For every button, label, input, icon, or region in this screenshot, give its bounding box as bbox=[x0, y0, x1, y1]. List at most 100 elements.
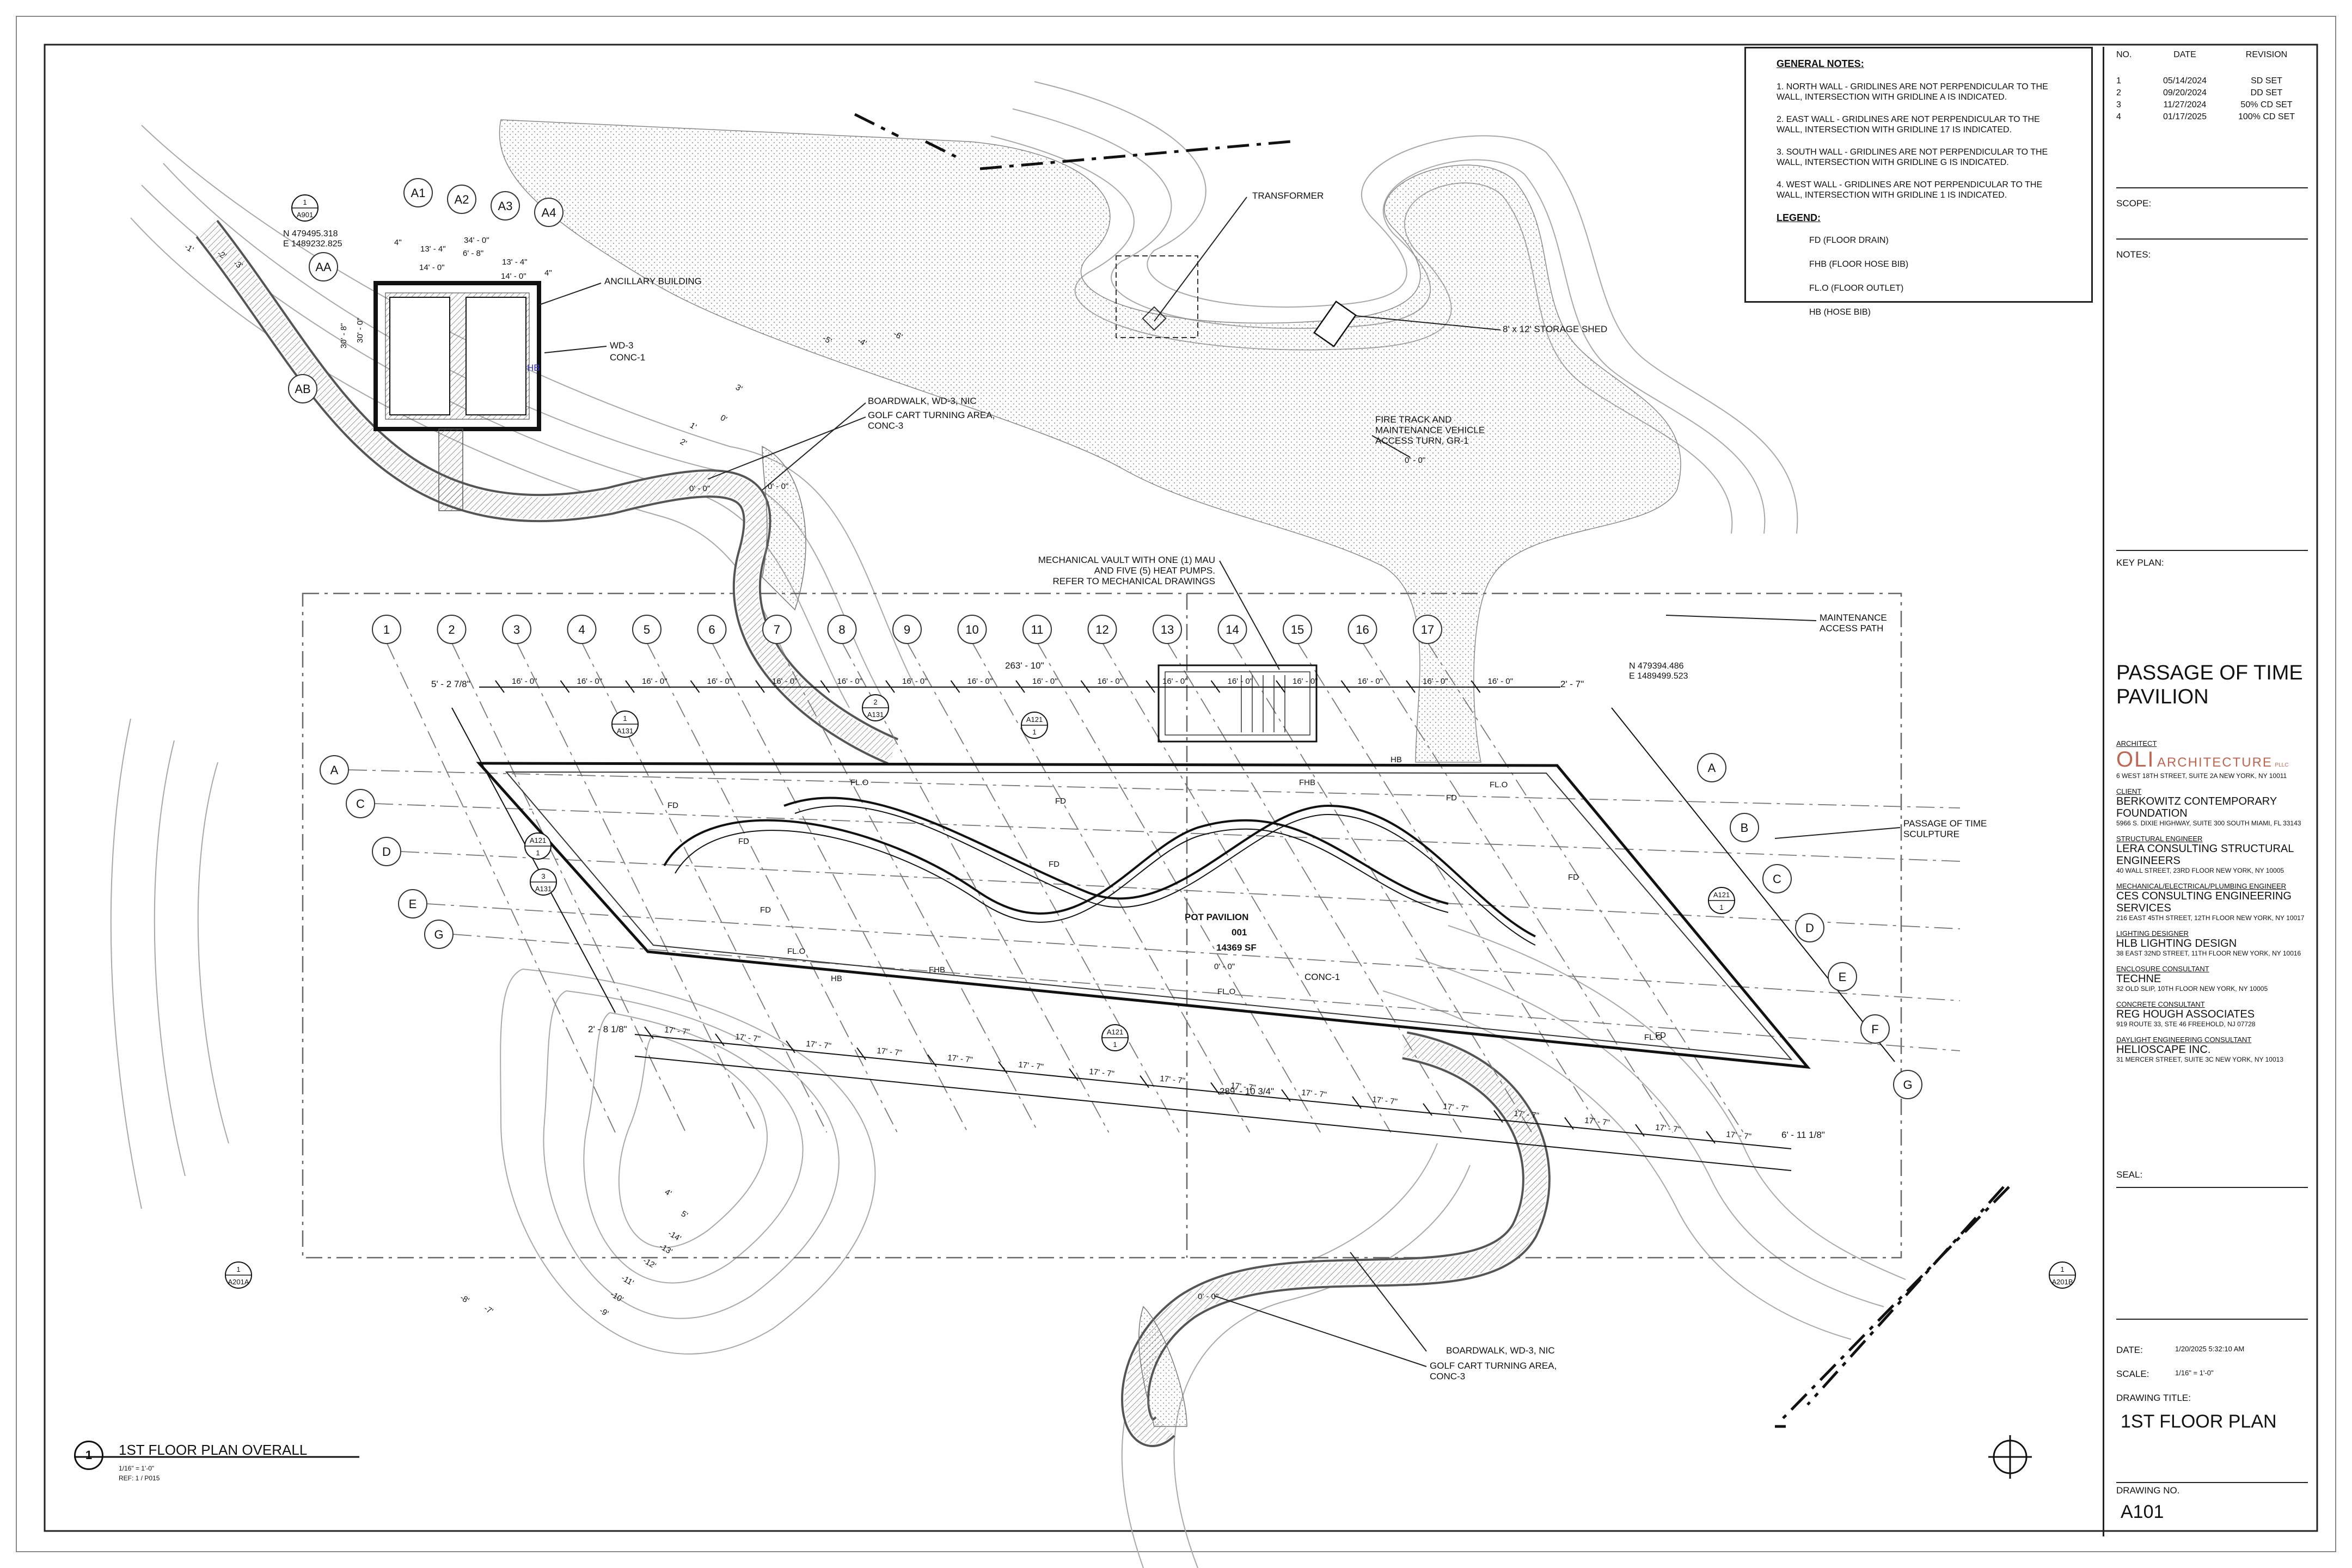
leader-line-11 bbox=[1214, 1295, 1427, 1367]
marker-fd-2: FD bbox=[738, 837, 749, 846]
anc-grid-bubble-A2-label: A2 bbox=[455, 193, 469, 206]
storage-shed bbox=[1313, 300, 1357, 348]
leader-line-9 bbox=[1774, 827, 1901, 839]
grid-bubble-11-label: 11 bbox=[1031, 623, 1044, 636]
dim-top-15: 16' - 0" bbox=[1488, 677, 1514, 686]
grid-line-A bbox=[348, 769, 1961, 808]
general-note-3: 3. SOUTH WALL - GRIDLINES ARE NOT PERPEN… bbox=[1777, 148, 2048, 167]
grid-bubble-1 bbox=[372, 615, 401, 644]
grid-bubble-right-D-label: D bbox=[1805, 921, 1814, 935]
anc-grid-bubble-A3-label: A3 bbox=[498, 199, 513, 213]
label-transformer: TRANSFORMER bbox=[1252, 191, 1324, 201]
property-line bbox=[854, 113, 2005, 1428]
dim-tick bbox=[1080, 680, 1091, 693]
grid-bubble-right-E-label: E bbox=[1839, 970, 1847, 984]
dim-tick bbox=[690, 680, 700, 693]
dim-bottom-3: 17' - 7" bbox=[877, 1046, 903, 1057]
grid-bubble-right-B-label: B bbox=[1741, 821, 1749, 835]
anc-dim-d: 14' - 0" bbox=[419, 263, 445, 272]
grid-line-D bbox=[400, 851, 1961, 929]
marker-fd-7: FD bbox=[1655, 1031, 1666, 1040]
dim-tick bbox=[560, 680, 570, 693]
consultant-name: BERKOWITZ CONTEMPORARY FOUNDATION bbox=[2116, 795, 2277, 819]
section-marker-a121-2-top: A121 bbox=[1713, 891, 1730, 899]
contour-label-0: -1' bbox=[183, 242, 195, 255]
dim-tick bbox=[1471, 680, 1481, 693]
dim-bottom-11: 17' - 7" bbox=[1443, 1102, 1469, 1113]
consultant-role: STRUCTURAL ENGINEER bbox=[2116, 835, 2203, 843]
anc-row-bubble-AB bbox=[288, 374, 317, 403]
dim-bottom-6: 17' - 7" bbox=[1089, 1067, 1115, 1079]
dim-tick bbox=[1564, 1117, 1574, 1130]
grid-bubble-left-D bbox=[372, 837, 401, 866]
dim-top-13: 16' - 0" bbox=[1358, 677, 1383, 686]
anc-dim-b: 34' - 0" bbox=[464, 236, 489, 245]
anc-grid-bubble-A1-label: A1 bbox=[411, 186, 426, 200]
label-storage: 8' x 12' STORAGE SHED bbox=[1503, 324, 1607, 334]
grid-bubble-9 bbox=[892, 615, 922, 644]
grid-line-14 bbox=[1232, 642, 1533, 1133]
dim-top-9: 16' - 0" bbox=[1098, 677, 1123, 686]
grid-lines bbox=[348, 642, 1961, 1133]
grid-bubble-6 bbox=[697, 615, 727, 644]
revision-date: 11/27/2024 bbox=[2163, 100, 2207, 109]
dim-tick bbox=[644, 1026, 654, 1039]
sheet-inner-border bbox=[44, 44, 2318, 1532]
label-top-total: 263' - 10" bbox=[1005, 660, 1044, 671]
marker-flo-2: FL.O bbox=[787, 947, 805, 956]
grid-line-10 bbox=[971, 642, 1251, 1133]
grid-bubble-9-label: 9 bbox=[904, 623, 910, 636]
section-marker-a201a-bottom: A201A bbox=[228, 1278, 249, 1286]
label-boardwalk-north: BOARDWALK, WD-3, NIC bbox=[868, 396, 977, 406]
mechanical-vault bbox=[1157, 664, 1318, 743]
dim-tick bbox=[495, 680, 505, 693]
grid-line-16 bbox=[1362, 642, 1674, 1133]
sculpture-wave-4 bbox=[794, 805, 1536, 946]
grid-bubble-left-C bbox=[346, 789, 375, 818]
dim-tick bbox=[927, 1054, 937, 1067]
dim-tick bbox=[1276, 680, 1285, 693]
dim-top-10: 16' - 0" bbox=[1162, 677, 1188, 686]
marker-fd-1: FD bbox=[1055, 797, 1066, 806]
label-golf-south: GOLF CART TURNING AREA,CONC-3 bbox=[1430, 1361, 1557, 1382]
label-bottom-left: 2' - 8 1/8" bbox=[588, 1024, 627, 1034]
leader-line-6 bbox=[1371, 435, 1411, 458]
grid-bubble-15 bbox=[1283, 615, 1312, 644]
contour-label-3: -4' bbox=[856, 336, 868, 348]
section-marker-a121-1-bottom: 1 bbox=[536, 849, 540, 857]
dim-line-bottom bbox=[634, 1034, 1792, 1149]
revision-date: 09/20/2024 bbox=[2163, 88, 2207, 97]
grid-bubble-right-C bbox=[1762, 864, 1792, 893]
grid-line-13 bbox=[1167, 642, 1462, 1133]
leader-line-5 bbox=[1355, 315, 1501, 330]
anc-grid-bubble-A2 bbox=[447, 185, 476, 214]
date-label: DATE: bbox=[2116, 1345, 2143, 1355]
dim-tick bbox=[1493, 1110, 1503, 1123]
contour-label-2: -3' bbox=[232, 259, 244, 271]
dim-tick bbox=[998, 1061, 1008, 1074]
anc-dim-v2: 30' - 0" bbox=[356, 317, 365, 343]
elev-zero-0: 0' - 0" bbox=[768, 482, 788, 491]
legend-item-fd: FD (FLOOR DRAIN) bbox=[1809, 236, 1889, 245]
general-notes-panel: GENERAL NOTES: 1. NORTH WALL - GRIDLINES… bbox=[1744, 47, 2093, 317]
section-marker-a131-1-top: 1 bbox=[623, 714, 627, 722]
anc-grid-bubble-A1 bbox=[403, 178, 433, 207]
consultant-address: 5966 S. DIXIE HIGHWAY, SUITE 300 SOUTH M… bbox=[2116, 819, 2301, 827]
section-marker-a131-3-top: 3 bbox=[541, 872, 545, 880]
dim-tick bbox=[1140, 1075, 1149, 1088]
grid-bubble-right-G bbox=[1893, 1070, 1922, 1099]
grid-bubble-11 bbox=[1022, 615, 1052, 644]
consultant-address: 32 OLD SLIP, 10TH FLOOR NEW YORK, NY 100… bbox=[2116, 985, 2268, 993]
grid-line-5 bbox=[646, 642, 898, 1133]
grid-line-9 bbox=[906, 642, 1180, 1133]
marker-fd-6: FD bbox=[1568, 873, 1579, 882]
seal-label: SEAL: bbox=[2116, 1169, 2143, 1180]
dim-top-6: 16' - 0" bbox=[902, 677, 928, 686]
dim-tick bbox=[786, 1040, 795, 1054]
dim-tick bbox=[1146, 680, 1155, 693]
leader-line-1 bbox=[538, 283, 602, 305]
dim-tick bbox=[715, 1033, 725, 1046]
dim-bottom-9: 17' - 7" bbox=[1301, 1088, 1327, 1099]
leader-line-10 bbox=[1350, 1252, 1427, 1352]
